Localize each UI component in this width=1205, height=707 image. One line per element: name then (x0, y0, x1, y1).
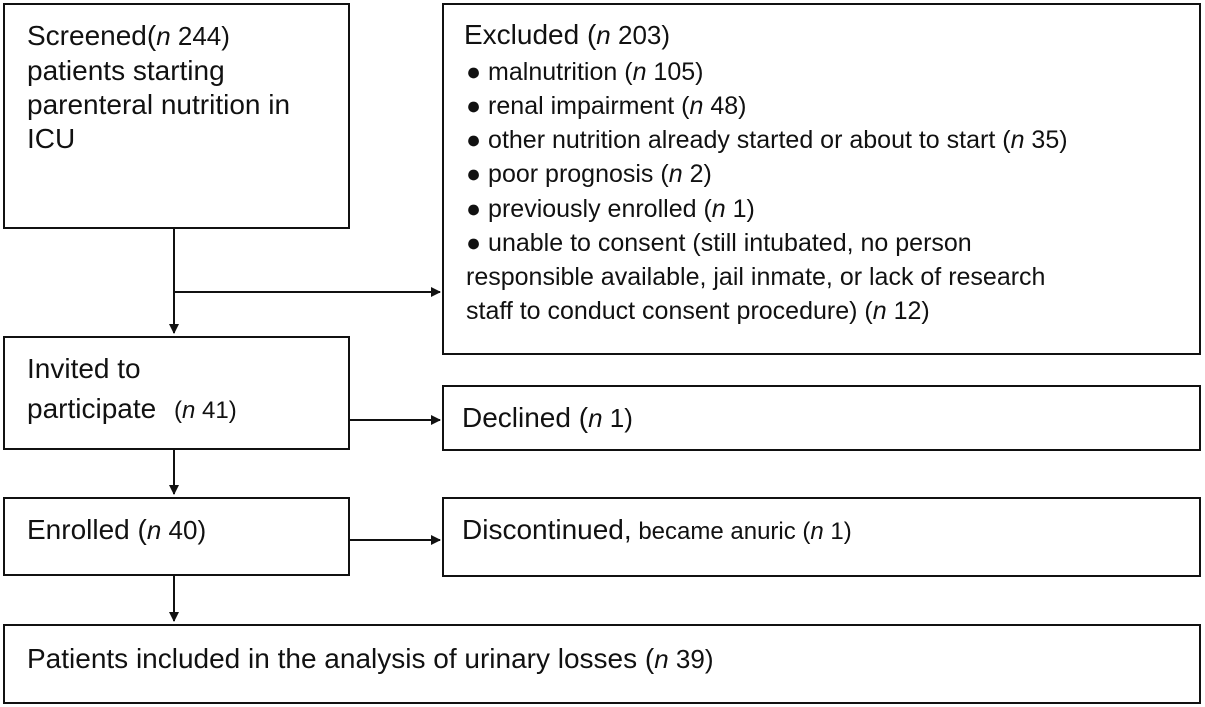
excluded-count: 203) (610, 20, 671, 50)
invited-count-group: (n 41) (174, 397, 237, 424)
item-n-label: n (668, 160, 683, 188)
item-text: renal impairment ( (481, 92, 690, 120)
invited-count: 41) (195, 397, 237, 424)
discontinued-reason: became anuric ( (631, 518, 811, 545)
excluded-item-other-nutrition: ● other nutrition already started or abo… (466, 128, 1068, 153)
declined-n-label: n (588, 403, 603, 433)
excluded-n-label: n (596, 20, 611, 50)
excluded-item-renal: ● renal impairment (n 48) (466, 94, 747, 119)
discontinued-n-label: n (810, 518, 824, 545)
bullet: ● (466, 92, 482, 120)
excluded-title-line: Excluded (n 203) (464, 21, 670, 49)
screened-title-line: Screened(n 244) (27, 22, 230, 50)
excluded-consent-line-2: responsible available, jail inmate, or l… (466, 263, 1046, 291)
enrolled-count: 40) (161, 515, 207, 545)
bullet: ● (466, 58, 482, 86)
consent-text: staff to conduct consent procedure) ( (466, 297, 873, 325)
enrolled-title: Enrolled ( (27, 514, 147, 545)
bullet: ● (466, 195, 482, 223)
excluded-box: Excluded (n 203) ● malnutrition (n 105) … (442, 3, 1201, 355)
analysis-line: Patients included in the analysis of uri… (27, 645, 714, 673)
item-text: previously enrolled ( (481, 195, 712, 223)
discontinued-line: Discontinued, became anuric (n 1) (462, 516, 852, 544)
invited-label: participate (27, 393, 157, 424)
item-text: other nutrition already started or about… (481, 126, 1011, 154)
enrolled-n-label: n (146, 515, 162, 545)
declined-line: Declined (n 1) (462, 404, 633, 432)
item-count: 2) (682, 160, 712, 188)
screened-title: Screened( (27, 20, 157, 51)
excluded-consent-line-3: staff to conduct consent procedure) (n 1… (466, 299, 930, 324)
screened-line-4: ICU (27, 123, 76, 154)
bullet: ● (466, 126, 482, 154)
screened-line-3: parenteral nutrition in (27, 89, 291, 120)
screened-count: 244) (170, 21, 230, 51)
excluded-consent-line-1: ● unable to consent (still intubated, no… (466, 229, 972, 257)
screened-box: Screened(n 244) patients starting parent… (3, 3, 350, 229)
item-count: 105) (646, 58, 704, 86)
item-n-label: n (711, 195, 726, 223)
bullet: ● (466, 160, 482, 188)
discontinued-count: 1) (823, 518, 852, 545)
item-text: poor prognosis ( (481, 160, 669, 188)
consent-n-label: n (872, 297, 887, 325)
excluded-item-malnutrition: ● malnutrition (n 105) (466, 60, 703, 85)
item-text: malnutrition ( (481, 58, 633, 86)
item-count: 1) (725, 195, 755, 223)
screened-line-2: patients starting (27, 55, 225, 86)
item-count: 48) (703, 92, 747, 120)
invited-box: Invited to participate (n 41) (3, 336, 350, 450)
item-n-label: n (689, 92, 704, 120)
screened-n-label: n (156, 21, 171, 51)
invited-line-1: Invited to (27, 353, 141, 384)
discontinued-title: Discontinued, (462, 514, 632, 545)
analysis-count: 39) (668, 644, 714, 674)
enrolled-line: Enrolled (n 40) (27, 516, 206, 544)
item-count: 35) (1024, 126, 1068, 154)
analysis-n-label: n (654, 644, 669, 674)
item-n-label: n (632, 58, 647, 86)
invited-n-label: n (181, 397, 196, 424)
invited-line-2: participate (n 41) (27, 395, 237, 423)
consent-count: 12) (886, 297, 930, 325)
declined-box: Declined (n 1) (442, 385, 1201, 451)
item-n-label: n (1010, 126, 1025, 154)
invited-paren: ( (173, 397, 182, 424)
excluded-title: Excluded ( (464, 19, 597, 50)
declined-title: Declined ( (462, 402, 589, 433)
enrolled-box: Enrolled (n 40) (3, 497, 350, 576)
declined-count: 1) (602, 403, 633, 433)
excluded-item-previously-enrolled: ● previously enrolled (n 1) (466, 197, 755, 222)
excluded-item-poor-prognosis: ● poor prognosis (n 2) (466, 162, 712, 187)
discontinued-box: Discontinued, became anuric (n 1) (442, 497, 1201, 577)
analysis-box: Patients included in the analysis of uri… (3, 624, 1201, 704)
analysis-title: Patients included in the analysis of uri… (27, 643, 655, 674)
